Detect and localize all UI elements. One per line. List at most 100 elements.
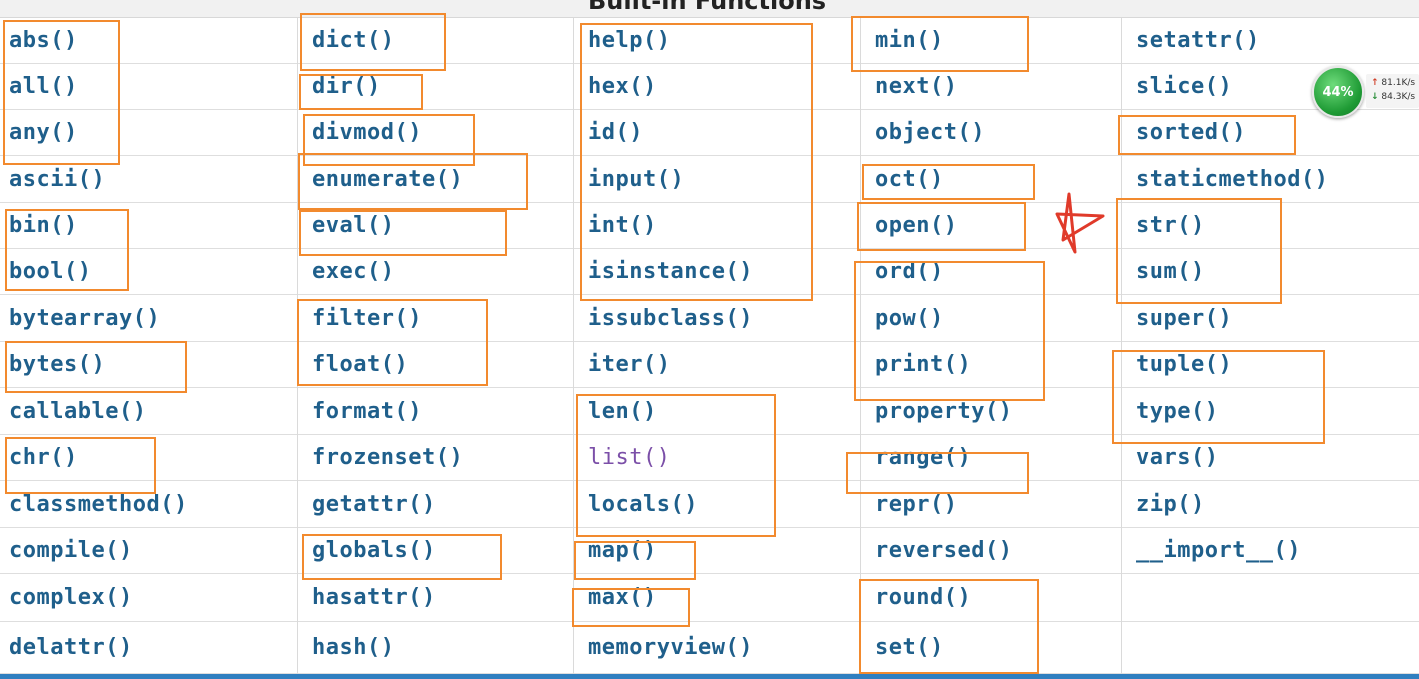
function-link[interactable]: globals() <box>312 538 436 563</box>
function-link[interactable]: format() <box>312 399 422 424</box>
function-link[interactable]: eval() <box>312 213 395 238</box>
function-link[interactable]: next() <box>875 74 958 99</box>
table-cell: min() <box>861 18 1121 64</box>
function-link[interactable]: exec() <box>312 259 395 284</box>
table-cell: int() <box>574 203 860 249</box>
table-cell: eval() <box>298 203 573 249</box>
function-column: setattr() slice() sorted() staticmethod() st… <box>1122 18 1419 674</box>
function-link[interactable]: len() <box>588 399 657 424</box>
function-link[interactable]: property() <box>875 399 1013 424</box>
builtin-functions-table: abs() all() any() ascii() bin() bool() bytearr… <box>0 18 1419 674</box>
function-link[interactable]: ord() <box>875 259 944 284</box>
table-cell: divmod() <box>298 110 573 156</box>
table-cell: str() <box>1122 203 1419 249</box>
function-link[interactable]: help() <box>588 28 671 53</box>
table-cell: sum() <box>1122 249 1419 295</box>
function-link[interactable]: sum() <box>1136 259 1205 284</box>
function-link[interactable]: float() <box>312 352 409 377</box>
function-column: min() next() object() oct() open() ord() pow()… <box>861 18 1122 674</box>
table-cell: list() <box>574 435 860 481</box>
function-link[interactable]: hasattr() <box>312 585 436 610</box>
function-link[interactable]: zip() <box>1136 492 1205 517</box>
function-link[interactable]: dir() <box>312 74 381 99</box>
table-cell: next() <box>861 64 1121 110</box>
table-cell: sorted() <box>1122 110 1419 156</box>
function-link[interactable]: round() <box>875 585 972 610</box>
function-link[interactable]: bytes() <box>9 352 106 377</box>
table-cell: __import__() <box>1122 528 1419 574</box>
function-link[interactable]: isinstance() <box>588 259 753 284</box>
function-link[interactable]: object() <box>875 120 985 145</box>
table-cell: hash() <box>298 622 573 674</box>
function-link[interactable]: min() <box>875 28 944 53</box>
function-link[interactable]: ascii() <box>9 167 106 192</box>
function-link[interactable]: dict() <box>312 28 395 53</box>
function-link[interactable]: open() <box>875 213 958 238</box>
function-column: abs() all() any() ascii() bin() bool() bytearr… <box>0 18 298 674</box>
function-link[interactable]: type() <box>1136 399 1219 424</box>
function-link[interactable]: set() <box>875 635 944 660</box>
function-link[interactable]: divmod() <box>312 120 422 145</box>
table-cell: bool() <box>0 249 297 295</box>
table-cell: round() <box>861 574 1121 622</box>
function-link[interactable]: str() <box>1136 213 1205 238</box>
function-link[interactable]: bytearray() <box>9 306 161 331</box>
function-link[interactable]: any() <box>9 120 78 145</box>
function-link[interactable]: bool() <box>9 259 92 284</box>
function-link[interactable]: issubclass() <box>588 306 753 331</box>
function-link[interactable]: getattr() <box>312 492 436 517</box>
table-cell: object() <box>861 110 1121 156</box>
function-link[interactable]: delattr() <box>9 635 133 660</box>
table-cell: filter() <box>298 296 573 342</box>
function-link[interactable]: __import__() <box>1136 538 1301 563</box>
function-link[interactable]: max() <box>588 585 657 610</box>
function-link[interactable]: sorted() <box>1136 120 1246 145</box>
function-link[interactable]: abs() <box>9 28 78 53</box>
function-link[interactable]: enumerate() <box>312 167 464 192</box>
table-cell: complex() <box>0 574 297 622</box>
function-link[interactable]: compile() <box>9 538 133 563</box>
function-link[interactable]: int() <box>588 213 657 238</box>
function-link[interactable]: pow() <box>875 306 944 331</box>
function-link[interactable]: repr() <box>875 492 958 517</box>
function-link[interactable]: bin() <box>9 213 78 238</box>
function-link[interactable]: frozenset() <box>312 445 464 470</box>
function-link[interactable]: classmethod() <box>9 492 188 517</box>
function-link[interactable]: print() <box>875 352 972 377</box>
table-cell: open() <box>861 203 1121 249</box>
table-cell: pow() <box>861 296 1121 342</box>
function-link[interactable]: input() <box>588 167 685 192</box>
function-link[interactable]: map() <box>588 538 657 563</box>
function-link[interactable]: hex() <box>588 74 657 99</box>
function-link[interactable]: vars() <box>1136 445 1219 470</box>
function-link[interactable]: slice() <box>1136 74 1233 99</box>
function-link[interactable]: iter() <box>588 352 671 377</box>
cpu-gauge[interactable]: 44% <box>1312 66 1364 118</box>
table-cell: ascii() <box>0 157 297 203</box>
function-link[interactable]: list() <box>588 445 671 470</box>
arrow-up-icon: ↑ <box>1371 78 1379 88</box>
function-link[interactable]: setattr() <box>1136 28 1260 53</box>
function-link[interactable]: all() <box>9 74 78 99</box>
table-cell: dir() <box>298 64 573 110</box>
function-link[interactable]: locals() <box>588 492 698 517</box>
table-cell: bin() <box>0 203 297 249</box>
function-link[interactable]: callable() <box>9 399 147 424</box>
function-link[interactable]: complex() <box>9 585 133 610</box>
function-link[interactable]: id() <box>588 120 643 145</box>
function-link[interactable]: range() <box>875 445 972 470</box>
function-link[interactable]: filter() <box>312 306 422 331</box>
function-link[interactable]: reversed() <box>875 538 1013 563</box>
table-cell: reversed() <box>861 528 1121 574</box>
function-link[interactable]: oct() <box>875 167 944 192</box>
function-link[interactable]: chr() <box>9 445 78 470</box>
function-column: help() hex() id() input() int() isinstance() i… <box>574 18 861 674</box>
function-link[interactable]: tuple() <box>1136 352 1233 377</box>
function-link[interactable]: hash() <box>312 635 395 660</box>
table-cell: repr() <box>861 482 1121 528</box>
function-link[interactable]: memoryview() <box>588 635 753 660</box>
function-link[interactable]: staticmethod() <box>1136 167 1329 192</box>
table-cell: exec() <box>298 249 573 295</box>
network-monitor-widget[interactable]: 44% ↑ 81.1K/s ↓ 84.3K/s <box>1310 64 1419 118</box>
function-link[interactable]: super() <box>1136 306 1233 331</box>
